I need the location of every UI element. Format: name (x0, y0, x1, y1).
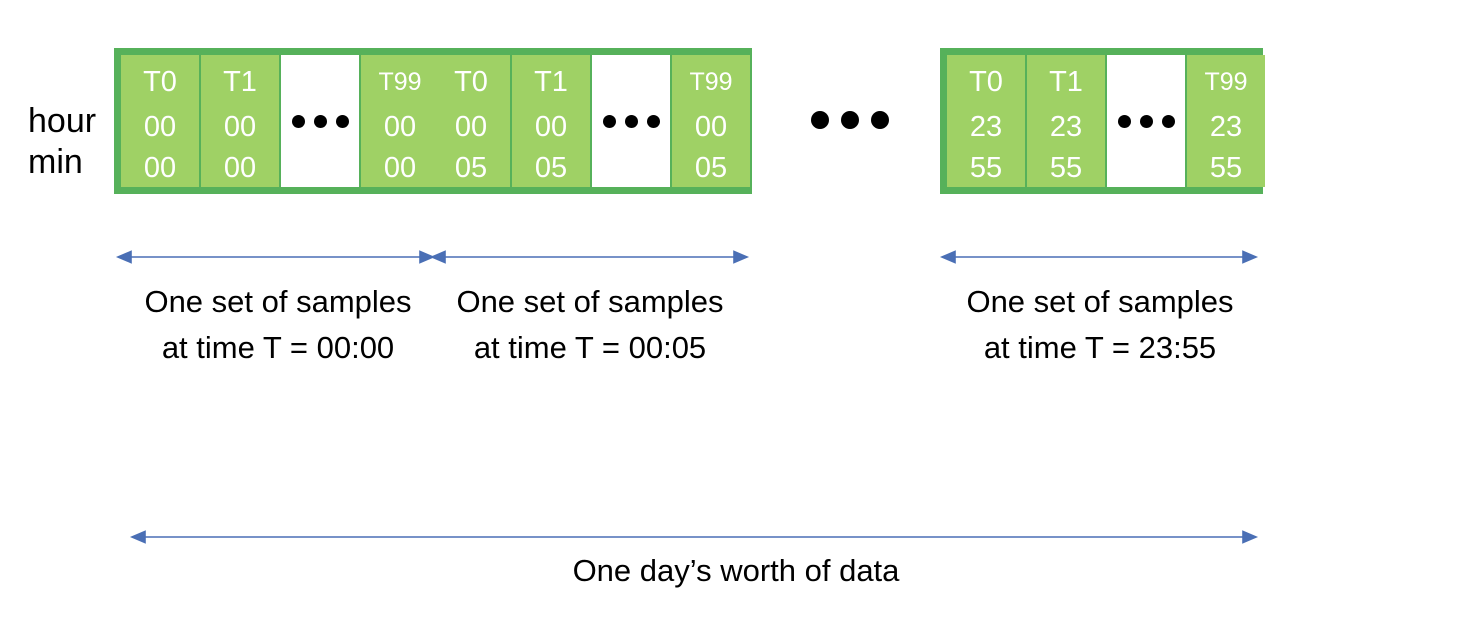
sample-min: 55 (969, 152, 1003, 184)
continuation-ellipsis (790, 0, 910, 200)
sample-min: 05 (454, 152, 488, 184)
span-arrow-0000 (115, 250, 436, 264)
ellipsis-icon (281, 115, 359, 128)
sample-hour: 00 (143, 111, 177, 143)
sample-hour: 00 (383, 111, 417, 143)
sample-min: 05 (694, 152, 728, 184)
sample-hour: 00 (454, 111, 488, 143)
ellipsis-icon (592, 115, 670, 128)
sample-block-0000: T0 00 00 T1 00 00 T99 00 00 (114, 48, 439, 194)
caption-samples-0005: One set of samples at time T = 00:05 (430, 279, 750, 371)
sample-label: T0 (454, 66, 488, 98)
sample-label: T1 (1049, 66, 1083, 98)
span-arrow-2355 (939, 250, 1259, 264)
ellipsis-cell (281, 55, 359, 187)
sample-cell: T99 23 55 (1187, 55, 1265, 187)
row-label-hour: hour (28, 102, 97, 140)
sample-cell: T99 00 05 (672, 55, 750, 187)
sample-block-2355: T0 23 55 T1 23 55 T99 23 55 (940, 48, 1265, 194)
ellipsis-icon (1107, 115, 1185, 128)
sample-cell: T99 00 00 (361, 55, 439, 187)
sample-label: T99 (689, 68, 733, 96)
sample-cell: T0 00 00 (121, 55, 199, 187)
sample-cell: T0 00 05 (432, 55, 510, 187)
sample-label: T1 (534, 66, 568, 98)
ellipsis-icon (790, 111, 910, 129)
caption-line-2: at time T = 23:55 (983, 330, 1217, 365)
caption-line-1: One set of samples (966, 284, 1234, 319)
sample-cell: T1 23 55 (1027, 55, 1105, 187)
caption-samples-0000: One set of samples at time T = 00:00 (118, 279, 438, 371)
sample-cell: T1 00 00 (201, 55, 279, 187)
caption-line-1: One set of samples (144, 284, 412, 319)
caption-samples-2355: One set of samples at time T = 23:55 (940, 279, 1260, 371)
sample-label: T99 (378, 68, 422, 96)
sample-min: 00 (223, 152, 257, 184)
span-arrow-day (129, 530, 1259, 544)
sample-label: T0 (969, 66, 1003, 98)
sample-cell: T0 23 55 (947, 55, 1025, 187)
caption-line-2: at time T = 00:05 (473, 330, 707, 365)
sample-min: 55 (1209, 152, 1243, 184)
sample-hour: 23 (1209, 111, 1243, 143)
ellipsis-cell (1107, 55, 1185, 187)
sample-hour: 23 (1049, 111, 1083, 143)
sample-label: T0 (143, 66, 177, 98)
sample-min: 00 (143, 152, 177, 184)
sample-hour: 00 (223, 111, 257, 143)
sample-min: 05 (534, 152, 568, 184)
sample-label: T1 (223, 66, 257, 98)
row-label-min: min (28, 143, 83, 181)
sample-block-0005: T0 00 05 T1 00 05 T99 00 05 (432, 48, 752, 194)
span-arrow-0005 (429, 250, 750, 264)
sample-min: 00 (383, 152, 417, 184)
caption-line-1: One set of samples (456, 284, 724, 319)
sample-cell: T1 00 05 (512, 55, 590, 187)
sample-hour: 00 (694, 111, 728, 143)
sample-label: T99 (1204, 68, 1248, 96)
ellipsis-cell (592, 55, 670, 187)
sample-hour: 00 (534, 111, 568, 143)
sample-hour: 23 (969, 111, 1003, 143)
caption-day: One day’s worth of data (572, 553, 900, 588)
sample-min: 55 (1049, 152, 1083, 184)
caption-line-2: at time T = 00:00 (161, 330, 395, 365)
